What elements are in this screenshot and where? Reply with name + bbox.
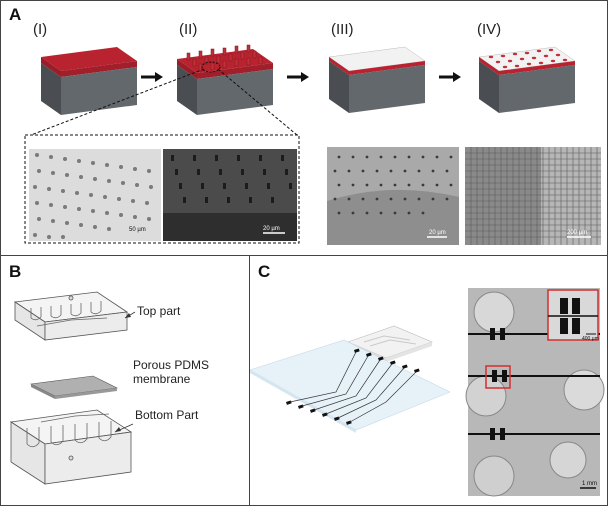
step-3-block [328, 46, 426, 113]
panel-c-label: C [258, 262, 271, 281]
callout-top-part: Top part [137, 304, 181, 318]
arrow-1-icon [141, 72, 163, 82]
scale-label-chip: 1 mm [582, 481, 597, 487]
fabrication-steps-diagram [24, 44, 601, 245]
electrode-chip-diagram [250, 288, 605, 497]
scale-label-1: 50 µm [129, 227, 146, 233]
scale-label-3: 20 µm [429, 230, 446, 236]
panel-c: C [250, 256, 607, 505]
panel-b-label: B [9, 262, 22, 281]
step-2-label: (II) [179, 21, 198, 38]
glass-substrate [250, 339, 451, 433]
step-1-label: (I) [33, 21, 48, 38]
callout-bottom-part: Bottom Part [135, 408, 199, 422]
bottom-part [9, 409, 133, 485]
chip-micrograph [465, 288, 605, 497]
scale-label-2: 20 µm [263, 226, 280, 232]
arrow-2-icon [287, 72, 309, 82]
step-4-label: (IV) [477, 21, 502, 38]
step-1-block [41, 47, 137, 115]
zoom-callout [24, 68, 300, 244]
device-exploded-diagram [9, 291, 136, 485]
top-part [13, 291, 129, 341]
panel-a: A (I) (II) (III) (IV) [1, 1, 607, 256]
scale-label-4: 200 µm [567, 230, 588, 236]
callout-membrane-line1: Porous PDMS [133, 358, 210, 372]
scale-label-inset: 400 µm [582, 336, 599, 342]
panel-a-label: A [9, 5, 22, 24]
arrow-3-icon [439, 72, 461, 82]
step-3-label: (III) [331, 21, 354, 38]
step-2-block [177, 44, 273, 115]
callout-membrane-line2: membrane [133, 372, 191, 386]
porous-membrane [29, 375, 119, 399]
panel-b: B [1, 256, 250, 505]
step-4-block [478, 46, 576, 113]
